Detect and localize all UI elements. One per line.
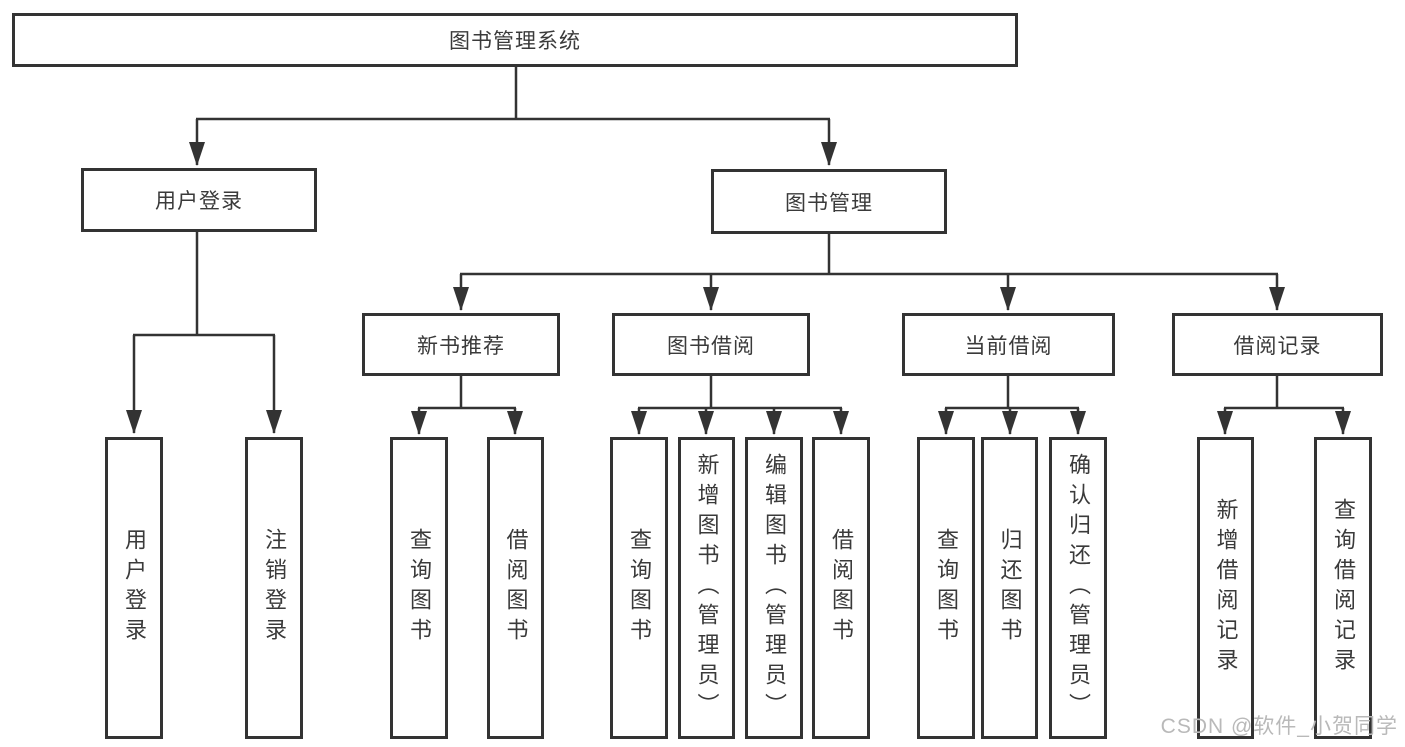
node-book-management: 图书管理 (711, 169, 947, 234)
leaf-label: 查询图书 (627, 528, 652, 648)
leaf-label: 查询图书 (934, 528, 959, 648)
leaf-label: 归还图书 (997, 528, 1023, 648)
leaf-return-books: 归还图书 (981, 437, 1038, 739)
leaf-confirm-return-admin: 确认归还（管理员） (1049, 437, 1107, 739)
leaf-user-login: 用户登录 (105, 437, 163, 739)
leaf-label: 注销登录 (262, 528, 287, 648)
leaf-edit-books-admin: 编辑图书（管理员） (745, 437, 803, 739)
node-borrowing-records: 借阅记录 (1172, 313, 1383, 376)
leaf-borrow-books: 借阅图书 (812, 437, 870, 739)
node-current-borrowing: 当前借阅 (902, 313, 1115, 376)
leaf-query-books: 查询图书 (390, 437, 448, 739)
leaf-logout: 注销登录 (245, 437, 303, 739)
leaf-add-borrow-record: 新增借阅记录 (1197, 437, 1254, 739)
leaf-label: 用户登录 (122, 528, 147, 648)
leaf-query-books: 查询图书 (917, 437, 975, 739)
leaf-label: 新增图书（管理员） (694, 453, 720, 723)
leaf-label: 查询图书 (407, 528, 432, 648)
leaf-label: 确认归还（管理员） (1066, 453, 1091, 723)
leaf-add-books-admin: 新增图书（管理员） (678, 437, 735, 739)
leaf-borrow-books: 借阅图书 (487, 437, 544, 739)
leaf-label: 借阅图书 (503, 528, 529, 648)
leaf-label: 查询借阅记录 (1331, 498, 1356, 678)
csdn-watermark: CSDN @软件_小贺同学 (1160, 715, 1398, 738)
leaf-query-books: 查询图书 (610, 437, 668, 739)
leaf-label: 新增借阅记录 (1213, 498, 1239, 678)
leaf-label: 借阅图书 (829, 528, 854, 648)
node-new-book-recommendation: 新书推荐 (362, 313, 560, 376)
node-book-borrowing: 图书借阅 (612, 313, 810, 376)
leaf-label: 编辑图书（管理员） (762, 453, 787, 723)
node-library-management-system: 图书管理系统 (12, 13, 1018, 67)
node-user-login: 用户登录 (81, 168, 317, 232)
leaf-query-borrow-record: 查询借阅记录 (1314, 437, 1372, 739)
